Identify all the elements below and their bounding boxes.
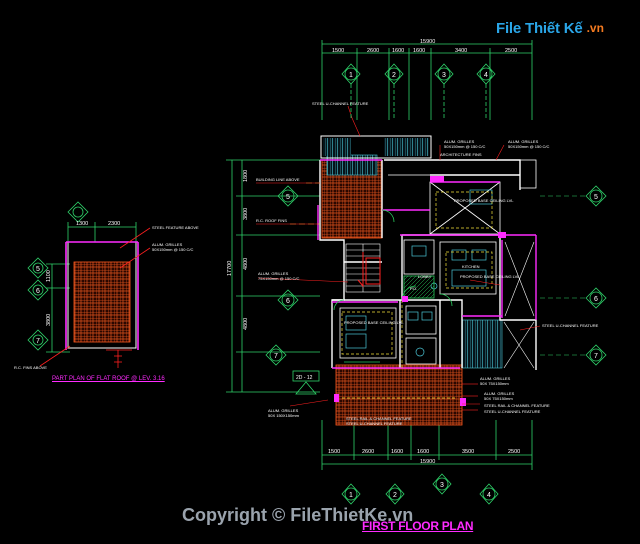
svg-text:PROPOSED BASE CEILING LVL: PROPOSED BASE CEILING LVL — [344, 320, 404, 325]
svg-text:STEEL U-CHANNEL FEATURE: STEEL U-CHANNEL FEATURE — [346, 421, 403, 426]
svg-text:ALUM. GRILLES: ALUM. GRILLES — [258, 271, 289, 276]
svg-text:1: 1 — [349, 72, 353, 79]
svg-text:1800: 1800 — [243, 170, 249, 182]
svg-text:1600: 1600 — [391, 449, 403, 455]
dimension-text: 15900 1500 2600 1600 1600 3400 2500 1590… — [46, 39, 520, 465]
svg-text:1600: 1600 — [392, 48, 404, 54]
svg-text:STEEL FEATURE ABOVE: STEEL FEATURE ABOVE — [152, 225, 199, 230]
svg-text:STEEL U-CHANNEL FEATURE: STEEL U-CHANNEL FEATURE — [542, 323, 599, 328]
svg-text:3: 3 — [440, 482, 444, 489]
svg-text:3800: 3800 — [243, 208, 249, 220]
svg-text:R.C. FINS ABOVE: R.C. FINS ABOVE — [14, 365, 47, 370]
annotation-text: STEEL U-CHANNEL FEATURE ALUM. GRILLES 50… — [14, 101, 599, 426]
svg-text:50X150mm @ 150 C/C: 50X150mm @ 150 C/C — [508, 144, 550, 149]
detail-plan — [27, 201, 151, 368]
svg-text:4: 4 — [487, 492, 491, 499]
svg-text:3: 3 — [442, 72, 446, 79]
svg-text:4: 4 — [484, 72, 488, 79]
grid-bubbles-top — [341, 63, 496, 118]
svg-text:KITCHEN: KITCHEN — [462, 264, 480, 269]
svg-text:4800: 4800 — [243, 258, 249, 270]
svg-text:BUILDING LINE ABOVE: BUILDING LINE ABOVE — [256, 177, 300, 182]
svg-text:7: 7 — [36, 338, 40, 345]
svg-text:50X150mm @ 150 C/C: 50X150mm @ 150 C/C — [152, 247, 194, 252]
logo-suffix: .vn — [586, 21, 604, 35]
svg-text:ALUM. GRILLES: ALUM. GRILLES — [508, 139, 539, 144]
svg-text:STEEL U-CHANNEL FEATURE: STEEL U-CHANNEL FEATURE — [484, 409, 541, 414]
svg-text:1500: 1500 — [332, 48, 344, 54]
copyright-watermark: Copyright © FileThietKe.vn — [182, 505, 414, 525]
svg-text:7: 7 — [274, 353, 278, 360]
section-tag: 2D - 12 — [296, 375, 313, 381]
site-logo: File Thiết Kế .vn — [496, 14, 636, 42]
svg-text:3400: 3400 — [455, 48, 467, 54]
svg-text:STEEL RAIL & CHANNEL FEATURE: STEEL RAIL & CHANNEL FEATURE — [484, 403, 550, 408]
leader-lines — [256, 105, 541, 411]
svg-text:50X150mm @ 150 C/C: 50X150mm @ 150 C/C — [444, 144, 486, 149]
svg-text:2: 2 — [392, 72, 396, 79]
svg-text:2500: 2500 — [505, 48, 517, 54]
svg-text:2600: 2600 — [362, 449, 374, 455]
svg-text:2500: 2500 — [508, 449, 520, 455]
svg-text:STEEL U-CHANNEL FEATURE: STEEL U-CHANNEL FEATURE — [312, 101, 369, 106]
svg-text:50X 75X150mm: 50X 75X150mm — [484, 396, 513, 401]
svg-text:4800: 4800 — [243, 318, 249, 330]
svg-text:2300: 2300 — [108, 221, 120, 227]
grid-bubbles-right — [585, 185, 607, 366]
svg-text:1100: 1100 — [46, 270, 52, 282]
svg-text:P.D.: P.D. — [410, 286, 417, 291]
right-grid-lines — [540, 195, 588, 356]
svg-text:ALUM. GRILLES: ALUM. GRILLES — [480, 376, 511, 381]
svg-text:5: 5 — [36, 266, 40, 273]
svg-text:PROPOSED BASE CEILING LVL: PROPOSED BASE CEILING LVL — [454, 198, 514, 203]
svg-text:1600: 1600 — [417, 449, 429, 455]
svg-text:3500: 3500 — [462, 449, 474, 455]
svg-text:PROPOSED BASE CEILING LVL: PROPOSED BASE CEILING LVL — [460, 274, 520, 279]
svg-text:ALUM. GRILLES: ALUM. GRILLES — [484, 391, 515, 396]
svg-text:1300: 1300 — [76, 221, 88, 227]
floor-plan — [290, 135, 537, 426]
svg-text:1500: 1500 — [328, 449, 340, 455]
svg-text:6: 6 — [286, 298, 290, 305]
svg-text:6: 6 — [36, 288, 40, 295]
svg-text:5: 5 — [286, 194, 290, 201]
svg-text:5: 5 — [594, 194, 598, 201]
left-total-dim: 17700 — [227, 261, 233, 276]
svg-text:75X150mm @ 150 C/C: 75X150mm @ 150 C/C — [258, 276, 300, 281]
grid-bubbles-left — [265, 185, 299, 366]
section-marker — [292, 370, 320, 395]
svg-text:STEEL RAIL & CHANNEL FEATURE: STEEL RAIL & CHANNEL FEATURE — [346, 416, 412, 421]
svg-text:2600: 2600 — [367, 48, 379, 54]
svg-text:ALUM. GRILLES: ALUM. GRILLES — [152, 242, 183, 247]
svg-text:1600: 1600 — [413, 48, 425, 54]
svg-text:ALUM. GRILLES: ALUM. GRILLES — [444, 139, 475, 144]
top-total-dim: 15900 — [420, 39, 435, 45]
svg-text:6: 6 — [594, 296, 598, 303]
top-dimension-lines — [321, 40, 533, 120]
bottom-dimension-lines — [321, 420, 533, 470]
svg-text:2: 2 — [393, 492, 397, 499]
svg-text:ALUM. GRILLES: ALUM. GRILLES — [268, 408, 299, 413]
svg-text:ARCHITECTURE FINS: ARCHITECTURE FINS — [440, 152, 482, 157]
svg-text:LOBBY: LOBBY — [418, 274, 432, 279]
svg-text:50X 150X150mm: 50X 150X150mm — [268, 413, 300, 418]
svg-text:7: 7 — [594, 353, 598, 360]
logo-text: File Thiết Kế — [496, 19, 583, 37]
bottom-total-dim: 15900 — [420, 459, 435, 465]
grid-bubbles-bottom — [341, 473, 499, 505]
svg-text:50X 75X150mm: 50X 75X150mm — [480, 381, 509, 386]
grid-labels: 1 2 3 4 1 2 3 4 5 6 7 5 6 7 5 6 7 — [36, 72, 598, 499]
svg-text:R.C. ROOF FINS: R.C. ROOF FINS — [256, 218, 287, 223]
drawing-title: FIRST FLOOR PLAN — [362, 519, 474, 533]
detail-title: PART PLAN OF FLAT ROOF @ LEV. 3.16 — [52, 376, 165, 382]
svg-text:3800: 3800 — [46, 314, 52, 326]
svg-text:1: 1 — [349, 492, 353, 499]
